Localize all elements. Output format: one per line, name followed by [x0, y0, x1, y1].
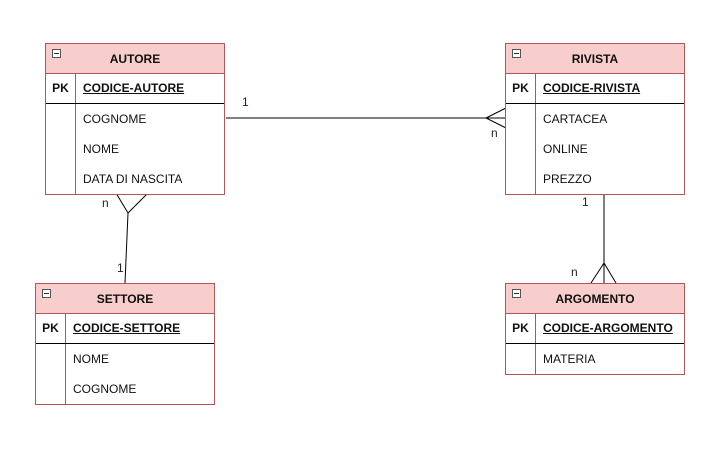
entity-settore[interactable]: SETTORE PK CODICE-SETTORE NOME COGNOME [35, 283, 215, 405]
entity-header: RIVISTA [506, 44, 684, 74]
pk-row[interactable]: PK CODICE-ARGOMENTO [506, 314, 684, 344]
pk-label: PK [512, 81, 529, 95]
attribute-name: DATA DI NASCITA [83, 172, 183, 186]
entity-title: RIVISTA [571, 52, 619, 66]
collapse-minus-icon[interactable] [52, 49, 61, 58]
collapse-minus-icon[interactable] [512, 289, 521, 298]
attribute-list: NOME COGNOME [36, 344, 214, 404]
pk-row[interactable]: PK CODICE-RIVISTA [506, 74, 684, 104]
attribute-row[interactable]: PREZZO [506, 164, 684, 194]
attribute-name: PREZZO [543, 172, 592, 186]
attribute-name: CARTACEA [543, 112, 608, 126]
cardinality-autore-rivista-to: n [491, 126, 498, 140]
attribute-row[interactable]: NOME [46, 134, 224, 164]
entity-title: SETTORE [96, 292, 154, 306]
entity-argomento[interactable]: ARGOMENTO PK CODICE-ARGOMENTO MATERIA [505, 283, 685, 375]
attribute-row[interactable]: ONLINE [506, 134, 684, 164]
attribute-name: COGNOME [73, 382, 137, 396]
pk-row[interactable]: PK CODICE-AUTORE [46, 74, 224, 104]
attribute-name: ONLINE [543, 142, 588, 156]
entity-header: ARGOMENTO [506, 284, 684, 314]
collapse-minus-icon[interactable] [42, 289, 51, 298]
attribute-list: MATERIA [506, 344, 684, 374]
attribute-list: COGNOME NOME DATA DI NASCITA [46, 104, 224, 194]
attribute-name: NOME [73, 352, 109, 366]
attribute-row[interactable]: MATERIA [506, 344, 684, 374]
attribute-name: COGNOME [83, 112, 147, 126]
pk-label: PK [52, 81, 69, 95]
pk-attribute: CODICE-RIVISTA [543, 81, 641, 95]
attribute-row[interactable]: COGNOME [46, 104, 224, 134]
cardinality-rivista-argomento-from: 1 [582, 195, 589, 209]
cardinality-autore-rivista-from: 1 [242, 95, 249, 109]
relationship-autore-settore[interactable] [115, 192, 149, 284]
pk-label: PK [42, 321, 59, 335]
entity-rivista[interactable]: RIVISTA PK CODICE-RIVISTA CARTACEA ONLIN… [505, 43, 685, 195]
pk-row[interactable]: PK CODICE-SETTORE [36, 314, 214, 344]
entity-header: AUTORE [46, 44, 224, 74]
pk-attribute: CODICE-AUTORE [83, 81, 185, 95]
pk-label: PK [512, 321, 529, 335]
attribute-list: CARTACEA ONLINE PREZZO [506, 104, 684, 194]
entity-autore[interactable]: AUTORE PK CODICE-AUTORE COGNOME NOME DAT… [45, 43, 225, 195]
cardinality-autore-settore-from: n [102, 196, 109, 210]
attribute-name: MATERIA [543, 352, 596, 366]
relationship-autore-rivista[interactable] [226, 107, 507, 129]
attribute-row[interactable]: DATA DI NASCITA [46, 164, 224, 194]
attribute-row[interactable]: CARTACEA [506, 104, 684, 134]
entity-header: SETTORE [36, 284, 214, 314]
entity-title: AUTORE [109, 52, 161, 66]
entity-title: ARGOMENTO [555, 292, 635, 306]
attribute-row[interactable]: COGNOME [36, 374, 214, 404]
cardinality-autore-settore-to: 1 [117, 261, 124, 275]
collapse-minus-icon[interactable] [512, 49, 521, 58]
pk-attribute: CODICE-ARGOMENTO [543, 321, 673, 335]
attribute-name: NOME [83, 142, 119, 156]
attribute-row[interactable]: NOME [36, 344, 214, 374]
relationship-rivista-argomento[interactable] [590, 193, 617, 284]
pk-attribute: CODICE-SETTORE [73, 321, 181, 335]
cardinality-rivista-argomento-to: n [571, 265, 578, 279]
